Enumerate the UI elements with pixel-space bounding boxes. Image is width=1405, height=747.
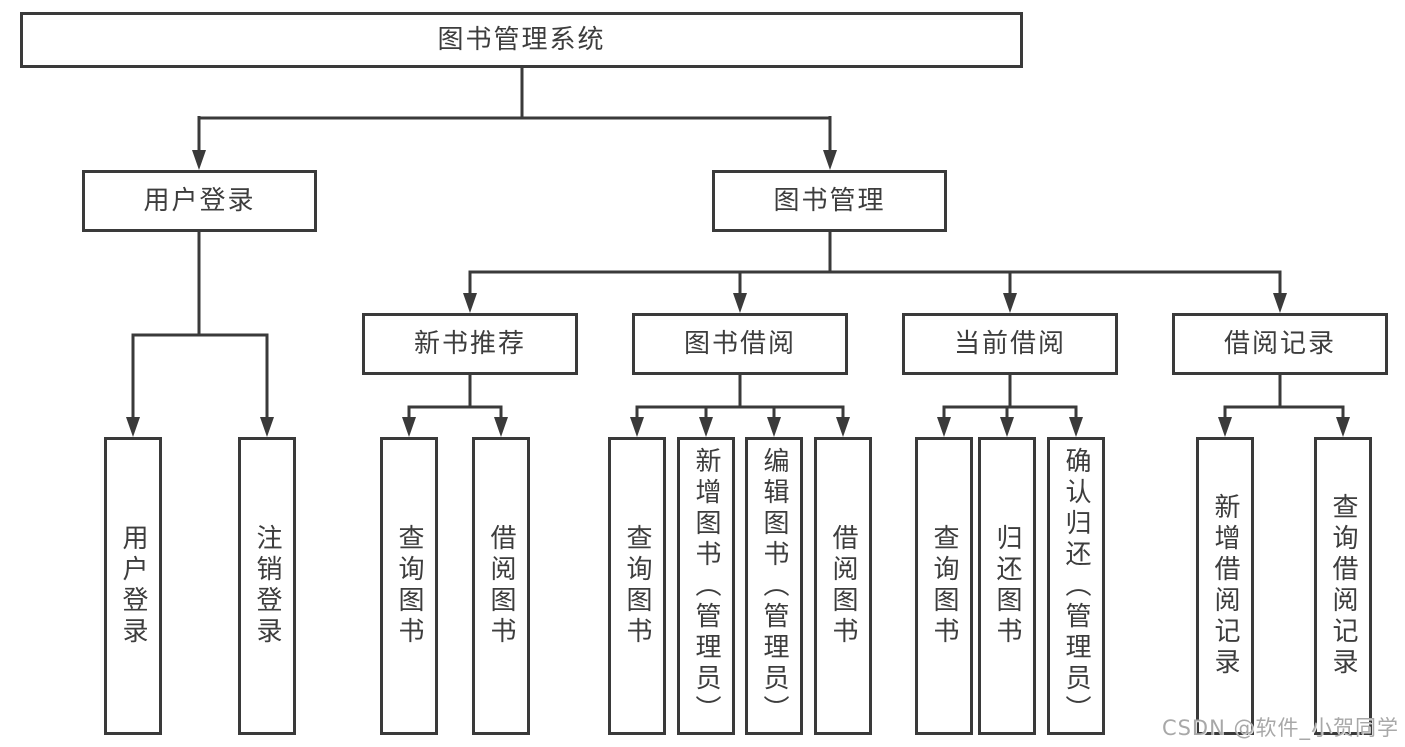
leaf-add-book-admin-label: 新增图书（管理员） [691,446,721,726]
leaf-borrow-books-recommend-label: 借阅图书 [486,524,516,648]
node-user-login: 用户登录 [82,170,317,232]
node-borrowing-records: 借阅记录 [1172,313,1388,375]
leaf-borrow-books-borrowing: 借阅图书 [814,437,872,735]
leaf-borrow-books-borrowing-label: 借阅图书 [828,524,858,648]
node-new-book-recommend-label: 新书推荐 [413,329,526,359]
leaf-edit-book-admin-label: 编辑图书（管理员） [759,446,789,726]
leaf-return-books-label: 归还图书 [992,524,1022,648]
leaf-add-book-admin: 新增图书（管理员） [677,437,735,735]
leaf-query-books-borrowing: 查询图书 [608,437,666,735]
leaf-borrow-books-recommend: 借阅图书 [472,437,530,735]
leaf-return-books: 归还图书 [978,437,1036,735]
node-borrowing-records-label: 借阅记录 [1223,329,1336,359]
node-book-borrowing-label: 图书借阅 [683,329,796,359]
leaf-add-borrow-record: 新增借阅记录 [1196,437,1254,735]
leaf-add-borrow-record-label: 新增借阅记录 [1210,493,1240,679]
leaf-query-borrow-record-label: 查询借阅记录 [1328,493,1358,679]
watermark: CSDN @软件_小贺同学 [1161,716,1399,740]
leaf-user-login-label: 用户登录 [118,524,148,648]
leaf-query-borrow-record: 查询借阅记录 [1314,437,1372,735]
leaf-edit-book-admin: 编辑图书（管理员） [745,437,803,735]
node-new-book-recommend: 新书推荐 [362,313,578,375]
node-book-management: 图书管理 [712,170,947,232]
node-current-borrowing: 当前借阅 [902,313,1118,375]
leaf-query-books-recommend: 查询图书 [380,437,438,735]
leaf-query-books-current-label: 查询图书 [929,524,959,648]
leaf-confirm-return-admin-label: 确认归还（管理员） [1061,446,1091,726]
leaf-logout: 注销登录 [238,437,296,735]
leaf-confirm-return-admin: 确认归还（管理员） [1047,437,1105,735]
node-book-management-label: 图书管理 [773,186,886,216]
node-current-borrowing-label: 当前借阅 [953,329,1066,359]
leaf-query-books-borrowing-label: 查询图书 [622,524,652,648]
leaf-user-login: 用户登录 [104,437,162,735]
leaf-query-books-current: 查询图书 [915,437,973,735]
node-library-management-system: 图书管理系统 [20,12,1023,68]
leaf-logout-label: 注销登录 [252,524,282,648]
node-library-management-system-label: 图书管理系统 [437,25,606,55]
node-book-borrowing: 图书借阅 [632,313,848,375]
leaf-query-books-recommend-label: 查询图书 [394,524,424,648]
node-user-login-label: 用户登录 [143,186,256,216]
